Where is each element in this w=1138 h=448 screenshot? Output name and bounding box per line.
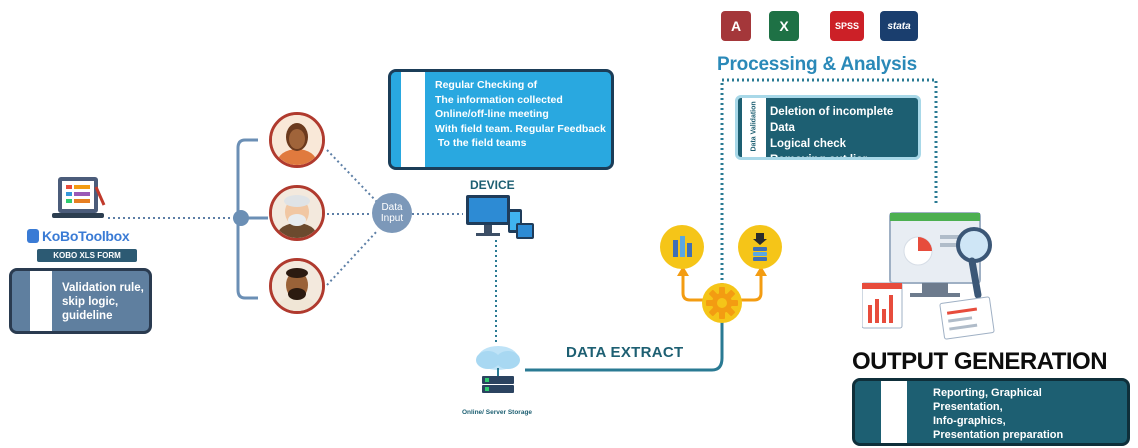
cloud-storage-icon	[470, 340, 528, 402]
excel-icon-glyph: X	[779, 18, 789, 34]
output-box-strip	[881, 381, 907, 443]
output-line-4: Presentation preparation	[933, 429, 1064, 441]
gear-icon	[701, 282, 743, 324]
data-validation-line-2: Logical check	[770, 138, 847, 150]
output-line-1: Reporting, Graphical	[933, 387, 1042, 399]
monitoring-line-4: With field team. Regular Feedback	[435, 122, 606, 135]
validation-box-text: Validation rule, skip logic, guideline	[62, 281, 144, 323]
storage-label: Online/ Server Storage	[461, 409, 533, 416]
output-box: Reporting, Graphical Presentation, Info-…	[852, 378, 1130, 446]
monitoring-line-5: To the field teams	[435, 137, 527, 149]
output-line-3: Info-graphics,	[933, 415, 1006, 427]
device-label: DEVICE	[470, 178, 515, 192]
monitoring-box: Regular Checking of The information coll…	[388, 69, 614, 170]
kobo-form-label: KOBO XLS FORM	[37, 249, 137, 262]
persona3-link	[326, 229, 379, 286]
kobo-form-illustration	[52, 175, 110, 225]
data-validation-line-3: Removing out liar	[770, 154, 868, 160]
data-validation-text: Deletion of incomplete Data Logical chec…	[770, 104, 918, 160]
processing-title: Processing & Analysis	[717, 54, 917, 75]
output-box-text: Reporting, Graphical Presentation, Info-…	[933, 386, 1063, 442]
output-title: OUTPUT GENERATION	[852, 348, 1108, 375]
kobo-logo: KoBoToolbox	[27, 227, 157, 245]
data-input-label-2: Input	[380, 213, 404, 224]
kobo-form-label-text: KOBO XLS FORM	[53, 251, 121, 260]
kobo-logo-icon	[27, 229, 39, 243]
database-download-icon	[738, 225, 782, 269]
excel-icon: X	[769, 11, 799, 41]
device-icon	[464, 193, 536, 243]
validation-box: Validation rule, skip logic, guideline	[9, 268, 152, 334]
monitoring-box-strip	[401, 72, 425, 167]
validation-line-1: Validation rule,	[62, 282, 144, 294]
data-validation-box: Data Validation Deletion of incomplete D…	[735, 95, 921, 160]
processing-frame	[720, 78, 938, 295]
analytics-dashboard-illustration	[861, 205, 1004, 340]
gear-right-arrow	[738, 272, 763, 302]
output-box-edge	[855, 381, 881, 443]
spss-icon-glyph: SPSS	[834, 21, 859, 31]
data-validation-strip	[742, 98, 766, 157]
validation-line-3: guideline	[62, 310, 113, 322]
monitoring-line-3: Online/off-line meeting	[435, 108, 549, 120]
data-extract-label: DATA EXTRACT	[566, 344, 684, 361]
monitoring-line-2: The information collected	[435, 93, 563, 106]
validation-line-2: skip logic,	[62, 296, 119, 308]
data-input-label-1: Data	[381, 202, 403, 213]
data-validation-side-label: Data Validation	[750, 101, 758, 152]
chart-bars-icon	[660, 225, 704, 269]
access-icon: A	[721, 11, 751, 41]
stata-icon: stata	[880, 11, 918, 41]
gear-left-arrow	[681, 272, 706, 302]
persona-woman-avatar	[269, 112, 325, 168]
data-input-node: Data Input	[372, 193, 412, 233]
monitoring-box-edge	[391, 72, 401, 167]
validation-box-edge	[12, 271, 24, 331]
monitoring-line-1: Regular Checking of	[435, 79, 538, 91]
output-line-2: Presentation,	[933, 401, 1003, 413]
persona-elder-avatar	[269, 185, 325, 241]
data-extract-line	[525, 320, 724, 372]
kobo-logo-text: KoBoToolbox	[42, 228, 130, 244]
persona-man-avatar	[269, 258, 325, 314]
hub-dot	[233, 210, 249, 226]
data-validation-line-1: Deletion of incomplete Data	[770, 106, 894, 134]
monitoring-box-text: Regular Checking of The information coll…	[435, 78, 606, 151]
persona1-link	[326, 149, 379, 204]
stata-icon-glyph: stata	[887, 20, 911, 32]
access-icon-glyph: A	[730, 18, 742, 34]
validation-box-strip	[30, 271, 52, 331]
spss-icon: SPSS	[830, 11, 864, 41]
